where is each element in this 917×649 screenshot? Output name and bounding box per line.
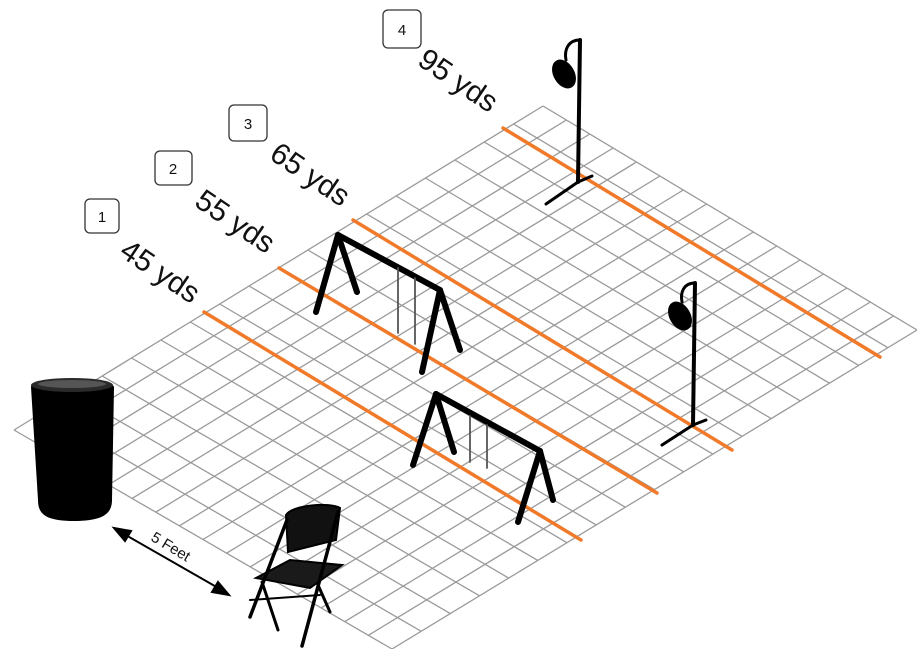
distance-line-45 [202, 310, 583, 542]
distance-label-45: 45 yds [114, 233, 206, 310]
distance-label-95: 95 yds [412, 42, 504, 119]
stage-box-2 [154, 150, 193, 186]
stage-box-4 [382, 9, 422, 49]
folding-chair-icon [248, 503, 345, 648]
five-feet-arrow [111, 526, 232, 597]
distance-line-95 [501, 126, 882, 359]
stage-box-1 [84, 198, 120, 234]
stage-box-3 [228, 104, 268, 142]
distance-label-65: 65 yds [264, 136, 356, 213]
barrel-icon [31, 378, 114, 521]
distance-label-55: 55 yds [189, 183, 281, 260]
distance-line-65 [351, 218, 734, 452]
stage-number-2: 2 [169, 161, 177, 178]
stage-number-1: 1 [98, 209, 106, 226]
hanging-gong-target-icon [544, 38, 594, 206]
swing-target-icon [313, 232, 463, 375]
stage-number-3: 3 [244, 116, 252, 133]
hanging-gong-target-icon [660, 281, 708, 447]
distance-lines [202, 126, 882, 542]
stage-number-4: 4 [398, 22, 406, 39]
swing-target-icon [410, 391, 556, 525]
distance-line-55 [277, 266, 659, 495]
stage-number-boxes [84, 9, 422, 234]
